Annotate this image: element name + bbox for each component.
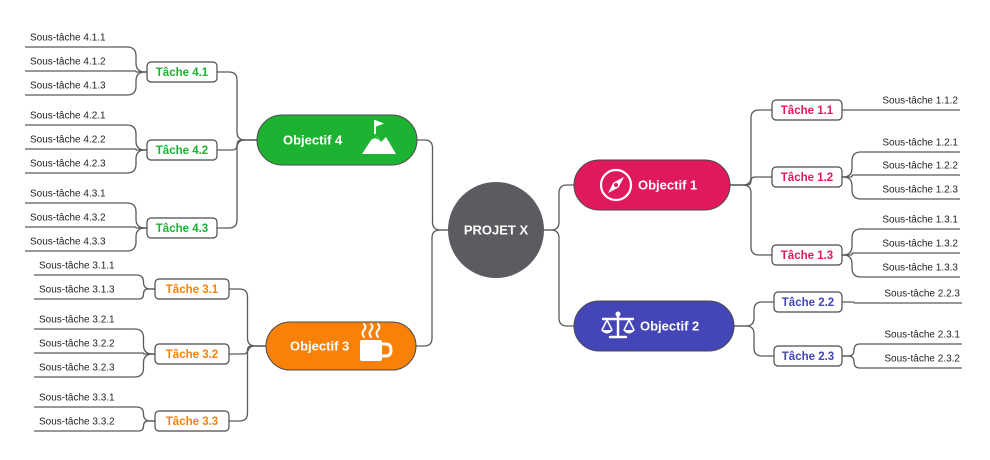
task-4-2-node[interactable]	[146, 139, 218, 161]
connector-task-2-1-subtask-1	[842, 301, 962, 304]
connector-center-objective-4	[417, 139, 448, 231]
subtask-label: Sous-tâche 3.3.2	[39, 417, 115, 428]
connector-center-objective-2	[544, 229, 574, 327]
subtask-label: Sous-tâche 1.2.3	[882, 185, 958, 196]
task-3-2-node[interactable]	[154, 343, 230, 365]
connector-task-4-2-subtask-3	[25, 149, 147, 174]
task-1-1-node[interactable]	[771, 99, 843, 121]
subtask-label: Sous-tâche 1.1.2	[882, 96, 958, 107]
center-node[interactable]	[448, 182, 544, 278]
connector-task-1-2-subtask-2	[842, 174, 960, 178]
subtask-label: Sous-tâche 3.1.3	[39, 285, 115, 296]
connector-objective-4-task-1	[217, 71, 257, 141]
task-4-1-node[interactable]	[146, 61, 218, 83]
objective-1-label: Objectif 1	[638, 177, 697, 192]
task-4-2-label: Tâche 4.2	[156, 145, 208, 157]
task-3-1-label: Tâche 3.1	[166, 284, 219, 296]
subtask-label: Sous-tâche 4.1.2	[30, 57, 106, 68]
connector-objective-3-task-1	[229, 288, 266, 347]
connector-task-3-2-subtask-2	[34, 352, 155, 355]
task-2-1-node[interactable]	[773, 291, 843, 313]
subtask-label: Sous-tâche 4.3.3	[30, 237, 106, 248]
subtask-label: Sous-tâche 3.2.1	[39, 315, 115, 326]
subtask-label: Sous-tâche 1.3.3	[882, 263, 958, 274]
connector-objective-2-task-2	[734, 325, 774, 357]
task-3-3-node[interactable]	[154, 410, 230, 432]
subtask-label: Sous-tâche 2.2.3	[884, 289, 960, 300]
mug-icon	[360, 323, 393, 361]
connector-task-3-2-subtask-3	[34, 353, 155, 378]
scales-icon	[601, 311, 635, 339]
connector-task-4-1-subtask-3	[25, 71, 147, 96]
task-1-1-label: Tâche 1.1	[781, 105, 834, 117]
task-1-3-label: Tâche 1.3	[781, 250, 833, 262]
connector-task-1-2-subtask-3	[842, 176, 960, 200]
subtask-label: Sous-tâche 1.2.2	[882, 161, 958, 172]
task-2-2-node[interactable]	[773, 345, 843, 367]
task-1-2-node[interactable]	[771, 166, 843, 188]
task-3-3-label: Tâche 3.3	[166, 416, 218, 428]
connector-center-objective-3	[416, 229, 448, 347]
connector-task-4-3-subtask-3	[25, 227, 147, 252]
subtask-label: Sous-tâche 4.3.1	[30, 189, 106, 200]
task-4-1-label: Tâche 4.1	[156, 67, 209, 79]
task-2-1-label: Tâche 2.2	[782, 297, 834, 309]
subtask-label: Sous-tâche 3.2.3	[39, 363, 115, 374]
connector-task-1-3-subtask-3	[842, 254, 960, 278]
subtask-label: Sous-tâche 1.2.1	[882, 138, 958, 149]
connector-task-2-2-subtask-2	[842, 355, 962, 369]
objective-2-label: Objectif 2	[640, 318, 699, 333]
connector-task-1-3-subtask-2	[842, 252, 960, 256]
subtask-label: Sous-tâche 3.1.1	[39, 261, 115, 272]
subtask-label: Sous-tâche 2.3.2	[884, 354, 960, 365]
connector-task-3-1-subtask-2	[34, 288, 155, 300]
connector-task-4-3-subtask-2	[25, 226, 147, 229]
connector-center-objective-1	[544, 184, 574, 231]
compass-icon	[599, 168, 633, 202]
connector-objective-3-task-3	[229, 345, 266, 422]
connector-task-4-2-subtask-2	[25, 148, 147, 151]
connector-layer	[25, 46, 962, 432]
task-3-1-node[interactable]	[154, 278, 230, 300]
subtask-label: Sous-tâche 4.1.3	[30, 81, 106, 92]
task-2-2-label: Tâche 2.3	[782, 351, 834, 363]
center-node-label: PROJET X	[464, 222, 529, 237]
subtask-label: Sous-tâche 4.3.2	[30, 213, 106, 224]
connector-objective-2-task-1	[734, 301, 774, 327]
subtask-label: Sous-tâche 4.1.1	[30, 33, 106, 44]
subtask-label: Sous-tâche 1.3.1	[882, 215, 958, 226]
mountain-flag-icon	[362, 120, 396, 154]
task-3-2-label: Tâche 3.2	[166, 349, 218, 361]
subtask-label: Sous-tâche 3.2.2	[39, 339, 115, 350]
objective-3-label: Objectif 3	[290, 338, 349, 353]
objective-2-node[interactable]	[573, 300, 735, 352]
subtask-label: Sous-tâche 1.3.2	[882, 239, 958, 250]
subtask-label: Sous-tâche 4.2.2	[30, 135, 106, 146]
task-1-3-node[interactable]	[771, 244, 843, 266]
subtask-label: Sous-tâche 2.3.1	[884, 330, 960, 341]
task-4-3-node[interactable]	[146, 217, 218, 239]
objective-1-node[interactable]	[573, 159, 731, 211]
task-1-2-label: Tâche 1.2	[781, 172, 833, 184]
connector-objective-4-task-3	[217, 139, 257, 229]
connector-objective-1-task-3	[730, 184, 772, 256]
subtask-label: Sous-tâche 4.2.3	[30, 159, 106, 170]
connector-objective-1-task-2	[730, 176, 772, 186]
connector-task-4-1-subtask-2	[25, 70, 147, 73]
connector-objective-1-task-1	[730, 109, 772, 186]
connector-task-3-3-subtask-2	[34, 420, 155, 432]
subtask-label: Sous-tâche 3.3.1	[39, 393, 115, 404]
objective-4-label: Objectif 4	[283, 132, 343, 147]
task-4-3-label: Tâche 4.3	[156, 223, 208, 235]
subtask-label: Sous-tâche 4.2.1	[30, 111, 106, 122]
